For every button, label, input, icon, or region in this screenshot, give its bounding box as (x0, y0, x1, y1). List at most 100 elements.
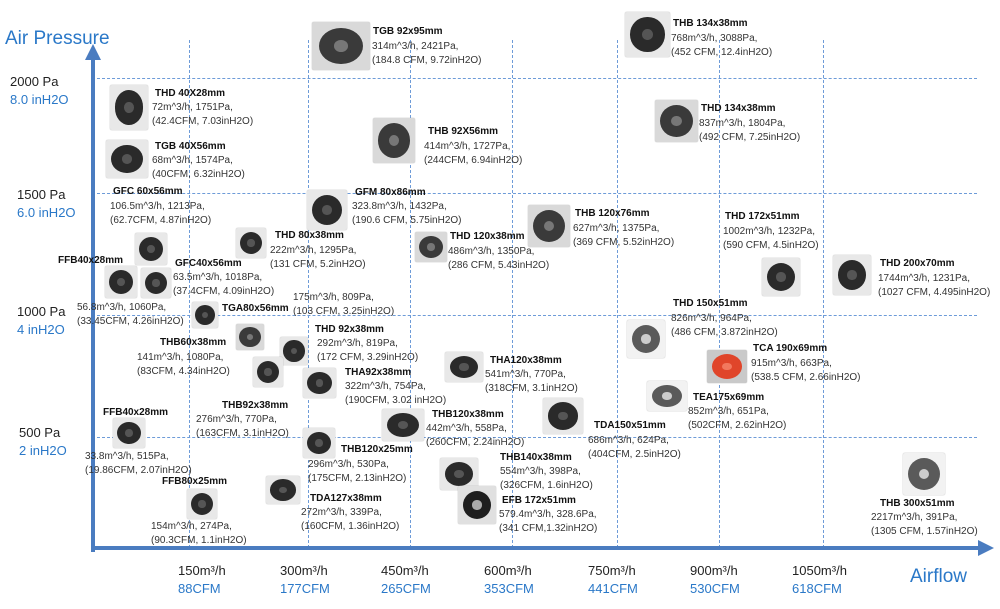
fan-hub-icon (847, 270, 857, 280)
fan-cfm-inh2o: (190CFM, 3.02 inH2O) (345, 395, 447, 406)
fan-specs: 33.8m^3/h, 515Pa,(19.86CFM, 2.07inH2O) (85, 450, 192, 478)
fan-specs: 272m^3/h, 339Pa,(160CFM, 1.36inH2O) (301, 506, 399, 534)
fan-image (415, 232, 447, 262)
fan-hub-icon (322, 205, 332, 215)
fan-hub-icon (124, 102, 134, 113)
gridline-500pa (97, 437, 977, 438)
y-tick-pa: 500 Pa (19, 425, 61, 440)
fan-specs: 63.5m^3/h, 1018Pa,(37.4CFM, 4.09inH2O) (173, 271, 274, 299)
fan-flow-pressure: 686m^3/h, 624Pa, (588, 435, 669, 446)
fan-hub-icon (290, 347, 298, 355)
fan-flow-pressure: 837m^3/h, 1804Pa, (699, 118, 786, 129)
fan-specs: 1002m^3/h, 1232Pa,(590 CFM, 4.5inH2O) (723, 225, 819, 253)
fan-flow-pressure: 276m^3/h, 770Pa, (196, 414, 277, 425)
fan-specs: 852m^3/h, 651Pa,(502CFM, 2.62inH2O) (688, 405, 786, 433)
fan-cfm-inh2o: (502CFM, 2.62inH2O) (688, 420, 787, 431)
fan-model: FFB80x25mm (162, 476, 228, 487)
x-tick-cfm: 265CFM (381, 581, 431, 596)
gridline-450 (410, 40, 411, 548)
fan-model: TGB 92x95mm (373, 26, 443, 37)
fan-specs: 154m^3/h, 274Pa,(90.3CFM, 1.1inH2O) (151, 520, 247, 548)
fan-model: TDA150x51mm (594, 420, 666, 431)
fan-cfm-inh2o: (42.4CFM, 7.03inH2O) (152, 116, 254, 127)
fan-image (445, 352, 483, 382)
x-tick-m3h: 300m³/h (280, 563, 328, 578)
fan-hub-icon (334, 40, 348, 52)
fan-model: FFB40x28mm (103, 407, 169, 418)
fan-specs: 72m^3/h, 1751Pa, (42.4CFM, 7.03inH2O) (152, 101, 253, 129)
fan-cfm-inh2o: (590 CFM, 4.5inH2O) (723, 240, 819, 251)
fan-cfm-inh2o: (260CFM, 2.24inH2O) (426, 437, 525, 448)
gridline-1500pa (97, 193, 977, 194)
y-tick-500: 500 Pa 2 inH2O (19, 424, 67, 460)
fan-cfm-inh2o: (244CFM, 6.94inH2O) (424, 155, 523, 166)
gridline-300 (308, 40, 309, 548)
fan-cfm-inh2o: (486 CFM, 3.872inH2O) (671, 327, 778, 338)
fan-hub-icon (278, 486, 288, 494)
fan-hub-icon (642, 29, 653, 40)
fan-hub-icon (315, 439, 323, 447)
fan-model: FFB40x28mm (58, 255, 124, 266)
fan-specs: 837m^3/h, 1804Pa,(492 CFM, 7.25inH2O) (699, 117, 800, 145)
fan-specs: 627m^3/h, 1375Pa,(369 CFM, 5.52inH2O) (573, 222, 674, 250)
fan-hub-icon (198, 500, 206, 508)
fan-flow-pressure: 222m^3/h, 1295Pa, (270, 245, 357, 256)
y-tick-inh2o: 4 inH2O (17, 322, 65, 337)
fan-cfm-inh2o: (184.8 CFM, 9.72inH2O) (372, 55, 482, 66)
fan-image (187, 489, 217, 519)
fan-flow-pressure: 554m^3/h, 398Pa, (500, 466, 581, 477)
fan-model: GFC 60x56mm (113, 186, 183, 197)
fan-model: TGB 40X56mm (155, 141, 226, 152)
fan-flow-pressure: 296m^3/h, 530Pa, (308, 459, 389, 470)
x-tick-m3h: 1050m³/h (792, 563, 847, 578)
fan-hub-icon (472, 500, 482, 510)
fan-image (655, 100, 698, 142)
fan-flow-pressure: 272m^3/h, 339Pa, (301, 507, 382, 518)
fan-image (303, 428, 335, 458)
fan-model: THB60x38mm (160, 337, 227, 348)
x-tick-cfm: 88CFM (178, 581, 221, 596)
x-axis-arrow-icon (978, 540, 994, 556)
fan-hub-icon (427, 243, 435, 251)
gridline-1000pa (97, 315, 977, 316)
fan-specs: 141m^3/h, 1080Pa,(83CFM, 4.34inH2O) (137, 351, 230, 379)
fan-image (236, 324, 264, 350)
y-tick-pa: 1500 Pa (17, 187, 66, 202)
x-tick-cfm: 618CFM (792, 581, 842, 596)
fan-image (141, 268, 171, 298)
fan-hub-icon (147, 245, 155, 253)
fan-hub-icon (315, 379, 324, 387)
fan-flow-pressure: 2217m^3/h, 391Pa, (871, 512, 958, 523)
fan-image (266, 476, 300, 504)
gridline-150 (189, 40, 190, 548)
fan-flow-pressure: 68m^3/h, 1574Pa, (152, 155, 233, 166)
fan-image (707, 350, 747, 383)
fan-specs: 768m^3/h, 3088Pa,(452 CFM, 12.4inH2O) (671, 32, 772, 60)
fan-model: THD 172x51mm (725, 211, 800, 222)
fan-model: THB92x38mm (222, 400, 289, 411)
fan-cfm-inh2o: (175CFM, 2.13inH2O) (308, 473, 407, 484)
fan-cfm-inh2o: (318CFM, 3.1inH2O) (485, 383, 578, 394)
fan-flow-pressure: 72m^3/h, 1751Pa, (152, 102, 233, 113)
fan-model: THD 80x38mm (275, 230, 344, 241)
fan-image (543, 398, 583, 434)
fan-model: GFC40x56mm (175, 258, 242, 269)
fan-flow-pressure: 56.8m^3/h, 1060Pa, (77, 302, 167, 313)
fan-image (192, 302, 218, 328)
fan-hub-icon (246, 333, 254, 341)
fan-model: THD 120x38mm (450, 231, 525, 242)
fan-image (647, 381, 687, 411)
y-tick-pa: 2000 Pa (10, 74, 59, 89)
fan-model: THB120x38mm (432, 409, 504, 420)
fan-cfm-inh2o: (37.4CFM, 4.09inH2O) (173, 286, 275, 297)
fan-image (110, 85, 148, 130)
fan-specs: 1744m^3/h, 1231Pa,(1027 CFM, 4.495inH2O) (878, 272, 990, 300)
fan-model: THA120x38mm (490, 355, 562, 366)
fan-specs: 579.4m^3/h, 328.6Pa,(341 CFM,1.32inH2O) (499, 508, 597, 536)
fan-cfm-inh2o: (341 CFM,1.32inH2O) (499, 523, 598, 534)
